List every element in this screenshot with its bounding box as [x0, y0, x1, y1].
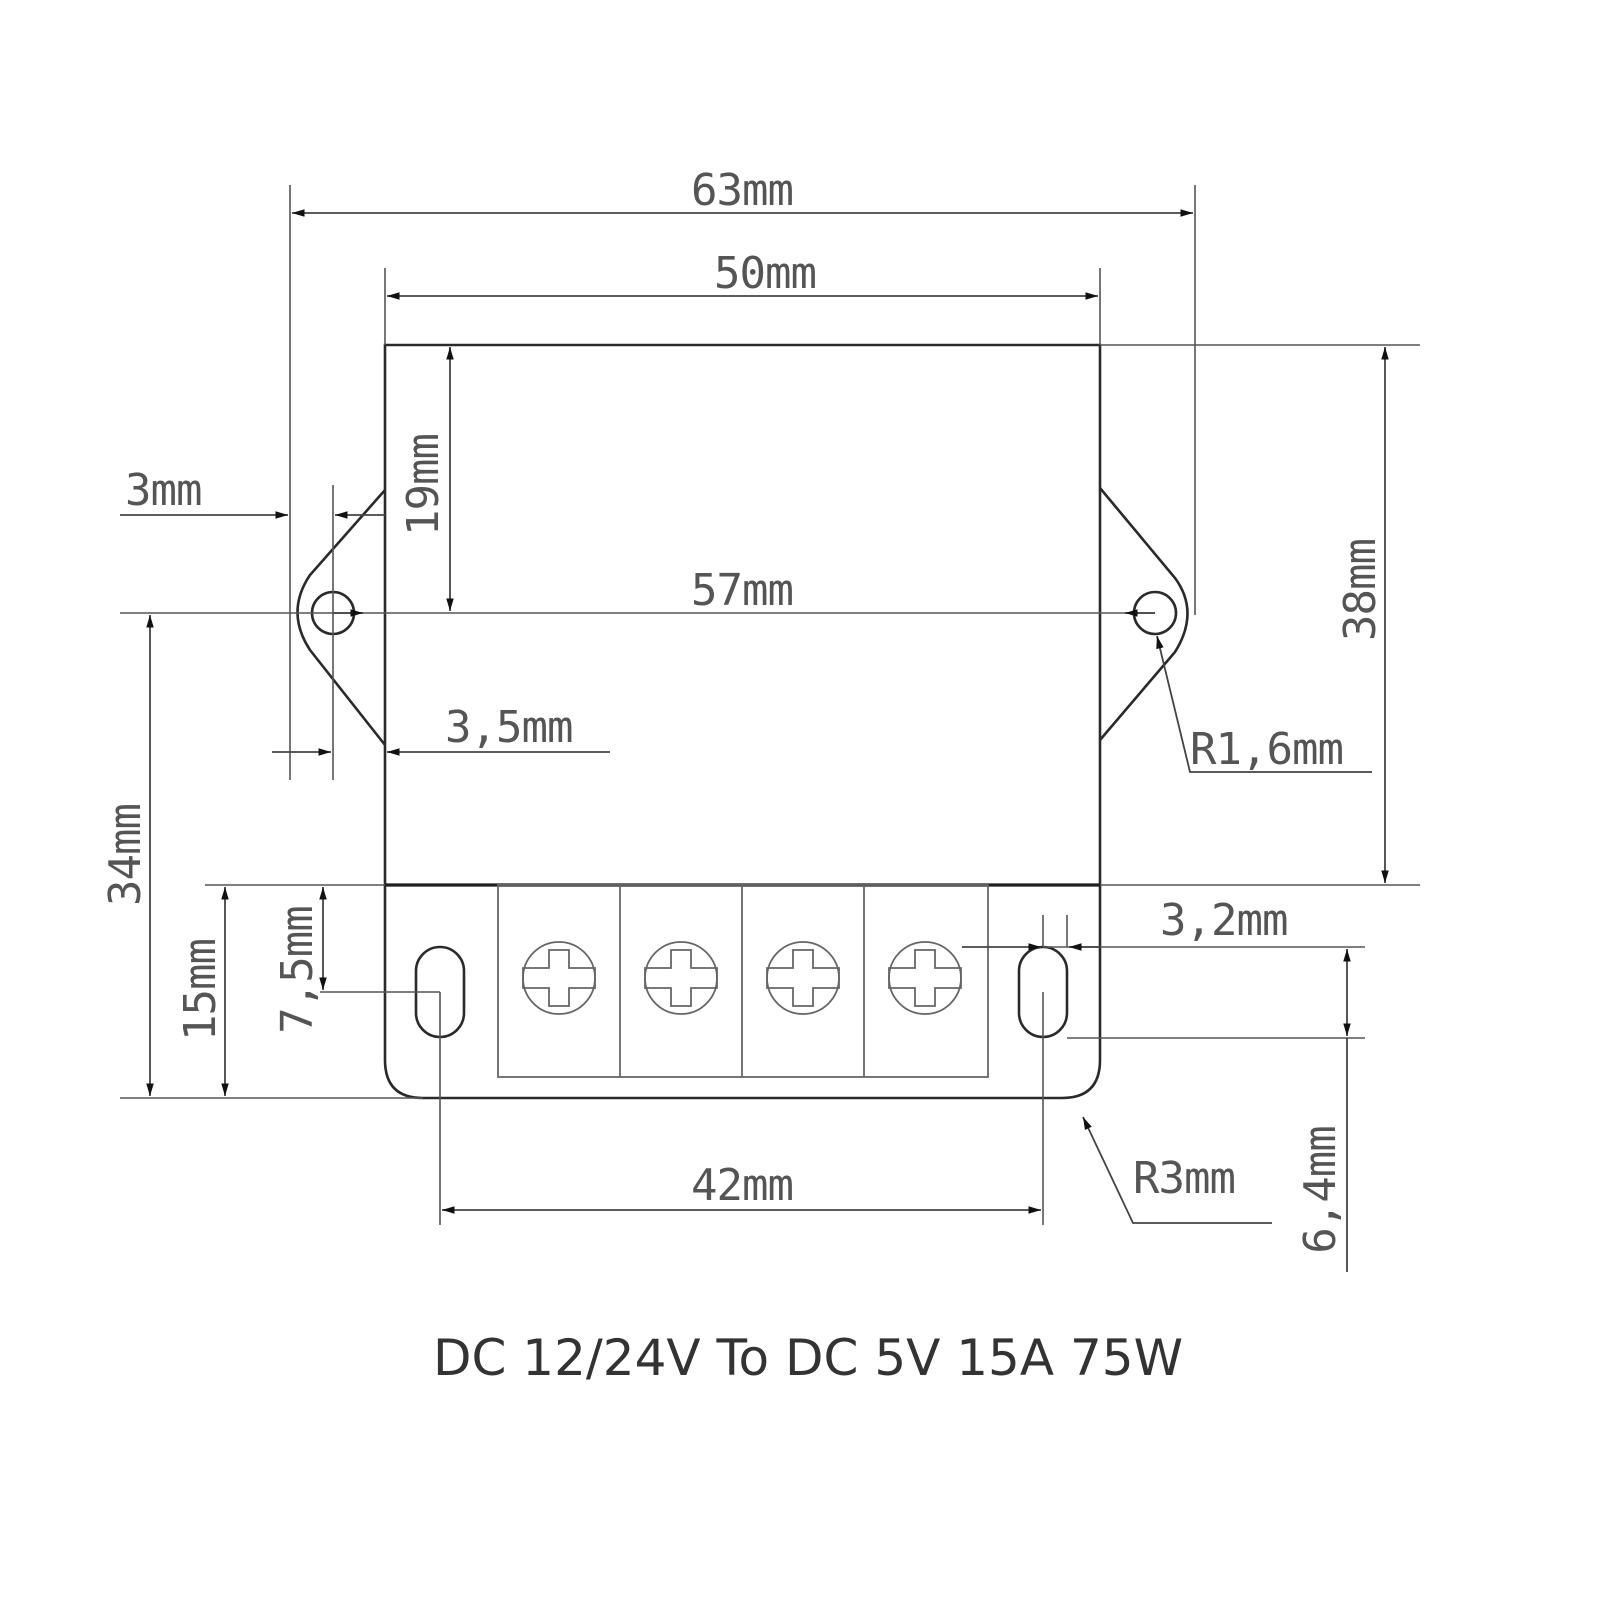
dim-label-flange-edge-offset: 3,5mm [445, 702, 572, 753]
dim-label-body-width: 50mm [714, 248, 816, 299]
dim-label-overall-width: 63mm [691, 165, 793, 216]
dim-label-body-height: 38mm [1335, 539, 1386, 641]
left-mounting-flange [296, 489, 387, 746]
dim-label-slot-center-offset: 7,5mm [272, 906, 323, 1033]
right-mounting-flange [1099, 487, 1189, 741]
extension-lines [120, 185, 1420, 1225]
dim-label-terminal-block-height: 15mm [175, 939, 226, 1041]
terminal-block [497, 884, 989, 1078]
dimension-lines [120, 209, 1389, 1272]
product-title: DC 12/24V To DC 5V 15A 75W [433, 1329, 1183, 1387]
dim-label-slot-length: 6,4mm [1295, 1126, 1346, 1253]
phillips-screw-icon [522, 941, 596, 1015]
dim-label-hole-to-bottom: 34mm [100, 804, 151, 906]
dim-label-flange-hole-offset: 3mm [125, 465, 201, 516]
dim-label-hole-spacing: 57mm [691, 565, 793, 616]
dim-label-terminal-slot-width: 3,2mm [1160, 895, 1287, 946]
dim-label-slot-spacing: 42mm [691, 1160, 793, 1211]
phillips-screw-icon [766, 941, 840, 1015]
phillips-screw-icon [644, 941, 718, 1015]
dim-label-top-to-hole: 19mm [398, 434, 449, 536]
dim-label-corner-radius: R3mm [1133, 1153, 1235, 1204]
phillips-screw-icon [888, 941, 962, 1015]
dim-label-hole-radius: R1,6mm [1190, 724, 1343, 775]
